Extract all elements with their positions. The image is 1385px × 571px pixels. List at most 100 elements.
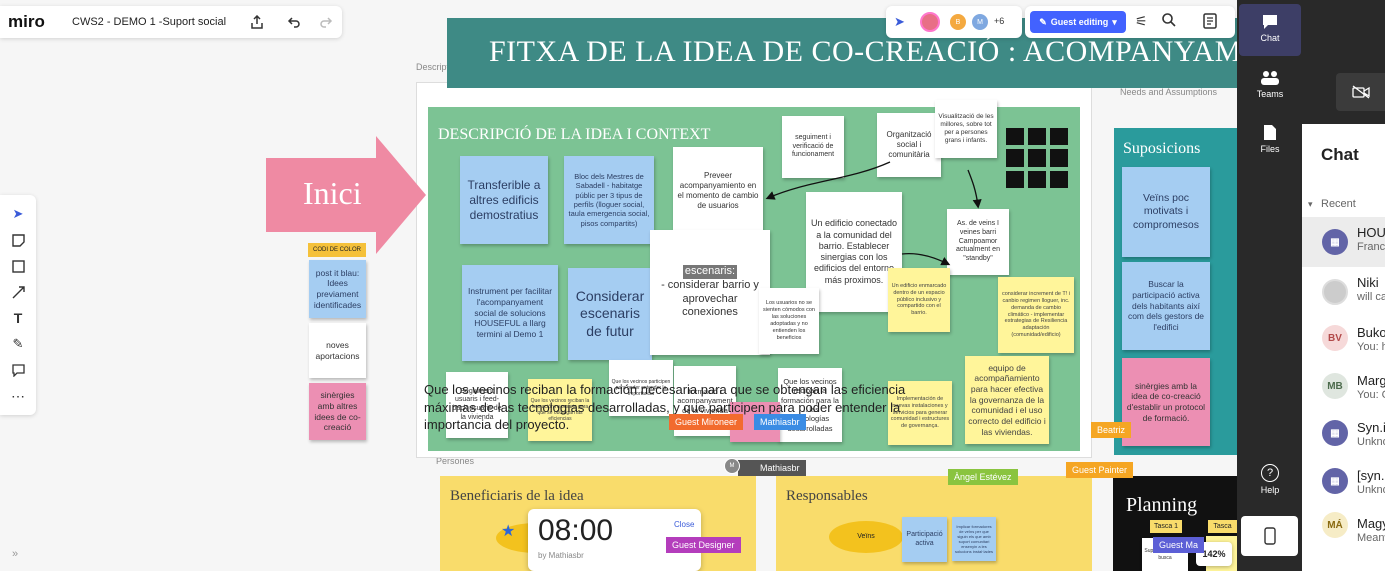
calendar-icon: ▦	[1322, 468, 1348, 494]
shape-tool-icon[interactable]	[0, 253, 36, 279]
inici-arrow[interactable]	[266, 136, 426, 254]
avatar-2[interactable]: B	[948, 12, 968, 32]
select-tool-icon[interactable]: ➤	[12, 206, 24, 221]
recent-chevron-icon[interactable]: ▾	[1308, 199, 1313, 209]
connector-arrows	[765, 161, 982, 266]
note-implementacion[interactable]: Implementación de nuevas instalaciones y…	[888, 381, 952, 445]
settings-sliders-icon[interactable]: ⚟	[1135, 13, 1148, 29]
chat-row-3[interactable]: MB Marg You: G	[1302, 365, 1385, 415]
note-transferible[interactable]: Transferible a altres edificis demostrat…	[460, 156, 548, 244]
timer-close-button[interactable]: Close	[674, 520, 695, 529]
guest-editing-label: Guest editing	[1050, 17, 1109, 27]
collaborators-more[interactable]: +6	[994, 16, 1005, 26]
cursor-mironeer: Guest Mironeer	[669, 414, 744, 430]
note-equipo[interactable]: equipo de acompañamiento para hacer efec…	[965, 356, 1049, 444]
note-participacio[interactable]: Participació activa	[902, 517, 947, 562]
cursor-painter: Guest Painter	[1066, 462, 1134, 478]
suposicio-1[interactable]: Veïns poc motivats i compromesos	[1122, 167, 1210, 257]
beneficiaris-title: Beneficiaris de la idea	[450, 488, 584, 504]
note-edificio[interactable]: Un edificio conectado a la comunidad del…	[806, 192, 902, 312]
help-icon: ?	[1261, 464, 1279, 482]
comment-tool-icon[interactable]	[0, 357, 36, 383]
avatar-initials: MB	[1322, 373, 1348, 399]
grid-icon	[1006, 128, 1068, 188]
video-off-button[interactable]	[1336, 73, 1385, 111]
inici-label: Inici	[303, 175, 362, 211]
teams-teams-nav[interactable]: Teams	[1239, 70, 1301, 99]
teams-chat-nav[interactable]: Chat	[1239, 14, 1301, 43]
note-implicar[interactable]: Implicar formadores de veïns per que sig…	[952, 517, 996, 561]
expand-panel-icon[interactable]: »	[12, 548, 19, 560]
board-title-label[interactable]: CWS2 - DEMO 1 -Suport social	[72, 16, 227, 28]
overlay-text: Que los vecinos reciban la formación nec…	[424, 382, 906, 433]
note-tiny1[interactable]: Que los vecinos reciban la formación nec…	[528, 379, 592, 441]
cursor-mathiasbr: Mathiasbr	[754, 414, 806, 430]
chat-row-4[interactable]: ▦ Syn.i Unkno	[1302, 412, 1385, 462]
miro-logo[interactable]: miro	[8, 12, 45, 31]
note-considerar[interactable]: Considerar escenaris de futur	[568, 268, 652, 360]
undo-icon[interactable]	[280, 8, 308, 36]
note-preveer[interactable]: Preveer acompanyamiento en el momento de…	[673, 147, 763, 235]
teams-files-nav[interactable]: Files	[1239, 124, 1301, 154]
pen-tool-icon[interactable]: ✎	[12, 336, 24, 351]
note-seguiment2[interactable]: Seguiment usuaris i feed-back usuaris de…	[446, 372, 508, 438]
chat-row-0[interactable]: ▦ HOU Franc	[1302, 217, 1385, 267]
chat-row-1[interactable]: Niki will ca	[1302, 267, 1385, 317]
mobile-device-button[interactable]	[1241, 516, 1298, 556]
sticky-note-tool-icon[interactable]	[0, 227, 36, 253]
chat-panel-title: Chat	[1321, 145, 1359, 164]
left-tool-palette: ➤ T ✎ ⋯	[0, 195, 36, 415]
avatar-1[interactable]	[920, 12, 940, 32]
cursor-toggle-icon[interactable]: ➤	[894, 14, 905, 29]
guest-editing-toolbar: ✎ Guest editing ▾ ⚟	[1025, 6, 1235, 38]
note-instrument[interactable]: Instrument per facilitar l'acompanyament…	[462, 265, 558, 361]
note-considerar-incr[interactable]: considerar increment de T! i canbio regi…	[998, 277, 1074, 353]
tasca-2[interactable]: Tasca	[1208, 520, 1237, 533]
note-usuarios[interactable]: Los usuarios no se sienten cómodos con l…	[759, 288, 819, 354]
note-seguiment[interactable]: seguiment i verificació de funcionament	[782, 116, 844, 178]
share-icon[interactable]	[243, 8, 271, 36]
menu-notes-icon[interactable]	[1203, 13, 1217, 34]
suposicio-2[interactable]: Buscar la participació activa dels habit…	[1122, 262, 1210, 350]
timer-by: by Mathiasbr	[538, 551, 584, 560]
cursor-angel: Àngel Estévez	[948, 469, 1018, 485]
note-visualitzacio[interactable]: Visualització de les millores, sobre tot…	[935, 100, 997, 158]
cursor-guest-ma: Guest Ma	[1153, 537, 1205, 553]
video-off-icon	[1351, 85, 1370, 99]
green-frame-title: DESCRIPCIÓ DE LA IDEA I CONTEXT	[438, 126, 711, 143]
search-icon[interactable]	[1161, 12, 1177, 33]
more-tools-icon[interactable]: ⋯	[11, 387, 25, 404]
text-tool-icon[interactable]: T	[13, 310, 23, 326]
connector-tool-icon[interactable]	[0, 279, 36, 305]
note-escenaris[interactable]: escenaris: - considerar barrio y aprovec…	[650, 230, 770, 355]
escenaris-heading: escenaris:	[682, 265, 738, 279]
chat-row-6[interactable]: MÁ Magy Meanw	[1302, 508, 1385, 558]
legend-white[interactable]: noves aportacions	[309, 323, 366, 378]
collab-toolbar: ➤ B M +6	[886, 6, 1022, 38]
veins-oval[interactable]: Veïns	[829, 521, 903, 553]
legend-blue[interactable]: post it blau: Idees previament identific…	[309, 260, 366, 318]
legend-pink[interactable]: sinèrgies amb altres idees de co-creació	[309, 383, 366, 440]
avatar-initials: BV	[1322, 325, 1348, 351]
teams-help-nav[interactable]: ? Help	[1239, 464, 1301, 495]
avatar-3[interactable]: M	[970, 12, 990, 32]
calendar-icon: ▦	[1322, 420, 1348, 446]
guest-editing-button[interactable]: ✎ Guest editing ▾	[1030, 11, 1126, 33]
chat-row-5[interactable]: ▦ [syn.i Unkno	[1302, 460, 1385, 510]
note-organitzacio[interactable]: Organització social i comunitària	[877, 113, 941, 177]
responsables-title: Responsables	[786, 488, 868, 504]
chat-row-2[interactable]: BV Buko You: h	[1302, 317, 1385, 367]
suposicio-3[interactable]: sinèrgies amb la idea de co-creació d'es…	[1122, 358, 1210, 446]
note-tiny2[interactable]: Que los vecinos participen para poder en…	[609, 360, 673, 416]
frame-label-persones: Persones	[436, 456, 475, 466]
note-as-veins[interactable]: As. de veins I veines barri Campoamor ac…	[947, 209, 1009, 275]
note-bloc[interactable]: Bloc dels Mestres de Sabadell - habitatg…	[564, 156, 654, 244]
redo-icon[interactable]	[312, 8, 340, 36]
note-enmarcado[interactable]: Un edificio enmarcado dentro de un espac…	[888, 268, 950, 332]
calendar-icon: ▦	[1322, 229, 1348, 255]
cursor-beatriz: Beatriz	[1091, 422, 1132, 438]
recent-label: Recent	[1321, 198, 1356, 210]
tasca-1[interactable]: Tasca 1	[1150, 520, 1182, 533]
star-icon: ★	[501, 523, 516, 540]
phone-icon	[1263, 527, 1276, 545]
